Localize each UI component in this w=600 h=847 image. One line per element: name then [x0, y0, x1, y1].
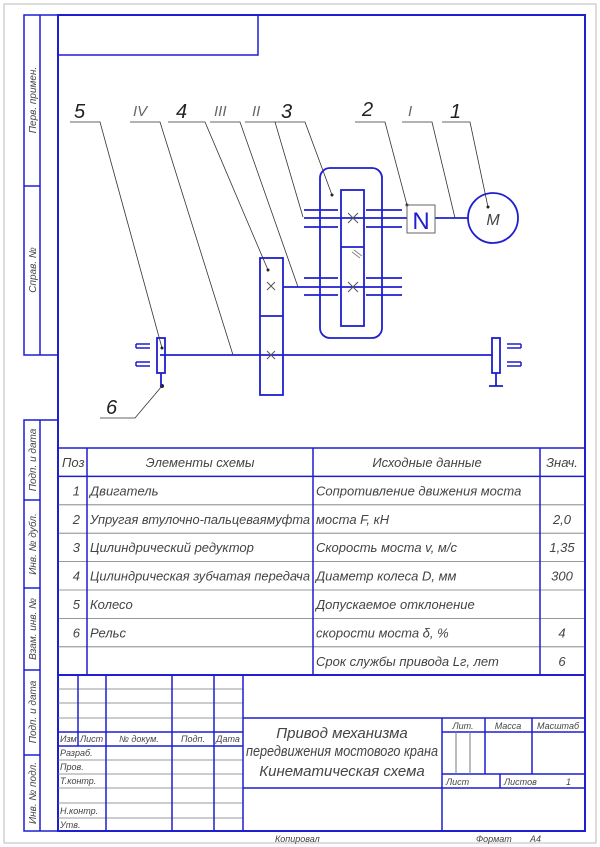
side-label: Инв. № подл.: [28, 762, 39, 824]
side-label: Подп. и дата: [28, 428, 39, 491]
row-param: Срок службы привода Lг, лет: [316, 654, 499, 669]
sheet-label: Лист: [445, 777, 470, 787]
title-line: Кинематическая схема: [259, 763, 424, 780]
motor-label: M: [486, 212, 500, 229]
col-header: Изм: [60, 734, 77, 744]
row-param: Диаметр колеса D, мм: [314, 569, 456, 584]
scale-label: Масштаб: [537, 721, 580, 731]
col-header: Подп.: [181, 734, 205, 744]
coupling-glyph: N: [412, 208, 429, 235]
row-param: скорости моста δ, %: [316, 625, 449, 640]
sheets-count: 1: [566, 777, 571, 787]
format-value: A4: [529, 834, 541, 844]
label-iv: IV: [133, 103, 149, 120]
elements-table: Поз Элементы схемы Исходные данные Знач. 1 Дв…: [57, 447, 586, 676]
label-i: I: [408, 103, 412, 120]
row-value: 4: [558, 625, 565, 640]
row-param: Сопротивление движения моста: [316, 483, 521, 498]
label-4: 4: [176, 101, 187, 123]
col-header: Лист: [79, 734, 104, 744]
row-pos: 3: [73, 540, 81, 555]
row-pos: 5: [73, 597, 81, 612]
row-value: 1,35: [549, 540, 575, 555]
row-value: 300: [551, 569, 573, 584]
label-2: 2: [361, 99, 373, 121]
label-1: 1: [450, 101, 461, 123]
copied-label: Копировал: [275, 834, 320, 844]
row-pos: 4: [73, 569, 80, 584]
mass-label: Масса: [495, 721, 522, 731]
row-element: Упругая втулочно-пальцеваямуфта: [89, 512, 310, 527]
row-param: Скорость моста v, м/с: [316, 540, 457, 555]
kinematic-diagram: 5 IV 4 III II 3 2 I 1 6: [70, 99, 522, 419]
table-header: Элементы схемы: [146, 455, 255, 470]
row-element: Цилиндрическая зубчатая передача: [90, 569, 310, 584]
role-label: Н.контр.: [60, 806, 98, 816]
format-label: Формат: [476, 834, 512, 844]
title-block: Изм Лист № докум. Подп. Дата Разраб. Про…: [58, 674, 585, 831]
page-border: [3, 3, 597, 844]
row-element: Рельс: [90, 625, 126, 640]
label-iii: III: [214, 103, 227, 120]
side-label: Инв. № дубл.: [27, 513, 39, 575]
row-element: Цилиндрический редуктор: [90, 540, 254, 555]
title-line: Привод механизма: [276, 725, 408, 742]
lit-label: Лит.: [451, 721, 473, 731]
row-param: Допускаемое отклонение: [314, 597, 475, 612]
row-pos: 1: [73, 483, 80, 498]
side-label: Перв. примен.: [28, 67, 39, 133]
label-6: 6: [106, 397, 118, 419]
row-pos: 2: [72, 512, 81, 527]
side-label: Подп. и дата: [28, 680, 39, 743]
table-header: Исходные данные: [372, 455, 481, 470]
open-gear: [259, 257, 284, 396]
row-value: 2,0: [552, 512, 572, 527]
drawing-frame: [57, 14, 586, 832]
side-label: Взам. инв. №: [28, 598, 39, 660]
coupling-symbol: [406, 204, 436, 234]
row-pos: 6: [73, 625, 81, 640]
label-3: 3: [281, 101, 292, 123]
sheets-label: Листов: [503, 777, 537, 787]
table-header: Знач.: [546, 455, 578, 470]
title-line: передвижения мостового крана: [246, 743, 438, 760]
row-element: Колесо: [90, 597, 133, 612]
label-5: 5: [74, 101, 86, 123]
left-strip: Перв. примен. Справ. № Подп. и дата Инв.…: [23, 14, 59, 832]
label-ii: II: [252, 103, 260, 120]
row-element: Двигатель: [88, 483, 159, 498]
top-left-box: [57, 14, 259, 56]
col-header: № докум.: [119, 734, 159, 744]
col-header: Дата: [215, 734, 240, 744]
table-header: Поз: [62, 455, 85, 470]
side-label: Справ. №: [28, 247, 39, 293]
role-label: Утв.: [59, 820, 80, 830]
reducer-housing: [319, 167, 383, 339]
role-label: Разраб.: [60, 748, 93, 758]
row-param: моста F, кН: [316, 512, 390, 527]
wheel-right: [491, 337, 501, 374]
role-label: Т.контр.: [60, 776, 96, 786]
role-label: Пров.: [60, 762, 84, 772]
row-value: 6: [558, 654, 566, 669]
